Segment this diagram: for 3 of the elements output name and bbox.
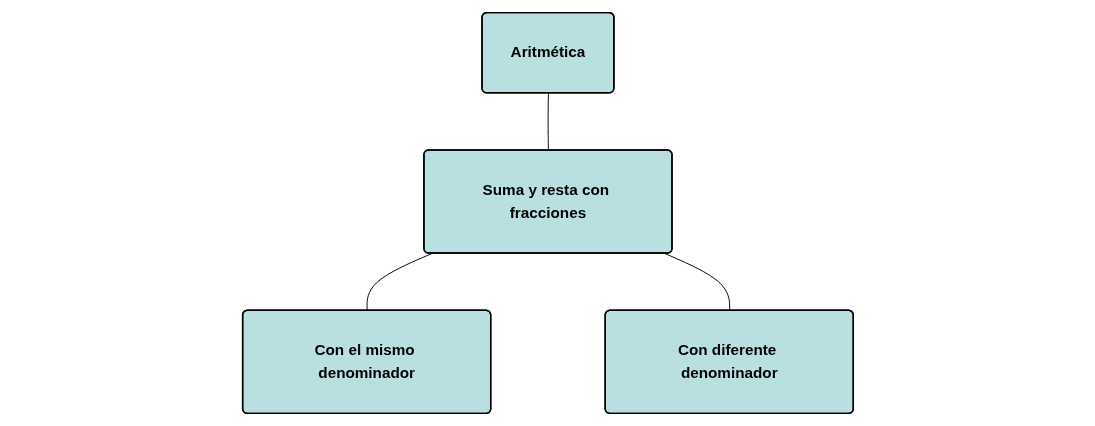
connector <box>664 253 730 312</box>
connector <box>547 92 549 151</box>
connector <box>366 253 432 312</box>
